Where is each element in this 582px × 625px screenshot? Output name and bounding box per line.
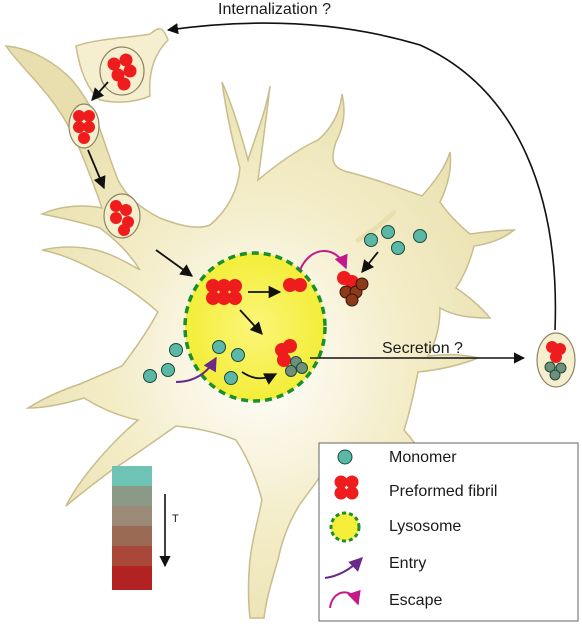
vesicle-3 — [103, 193, 141, 239]
vesicle-2 — [68, 103, 100, 149]
cytosolic-aggregate — [337, 271, 369, 307]
legend-box — [318, 442, 579, 622]
scale-swatch-2 — [112, 486, 152, 506]
legend-item-lysosome: Lysosome — [329, 511, 461, 543]
transport-arrow-3 — [155, 249, 194, 277]
legend: Monomer Preformed fibril Lysosome Entry … — [318, 442, 579, 622]
transport-arrow-1 — [91, 81, 109, 101]
scale-swatch-5 — [112, 546, 152, 566]
lysosome-symbol — [329, 511, 361, 543]
scale-swatch-1 — [112, 466, 152, 486]
legend-item-preformed-fibril: Preformed fibril — [334, 475, 497, 500]
secretion-label: Secretion ? — [382, 340, 463, 357]
scale-swatch-3 — [112, 506, 152, 526]
entry-symbol — [324, 557, 363, 579]
transport-arrow-2 — [87, 149, 106, 190]
legend-item-monomer: Monomer — [337, 449, 457, 466]
recruitment-arrow — [361, 251, 379, 273]
fibril-symbol — [334, 475, 359, 500]
dendrite-spine — [355, 209, 397, 243]
cytosolic-monomers-right — [364, 225, 427, 255]
scale-swatch-6 — [112, 566, 152, 590]
internalization-arrow — [166, 22, 557, 331]
lysosome-seeded-aggregate — [275, 339, 308, 377]
legend-label-preformed-fibril: Preformed fibril — [389, 483, 497, 500]
escape-symbol — [329, 589, 361, 609]
legend-label-monomer: Monomer — [389, 449, 457, 466]
time-label: T — [172, 513, 179, 525]
secreted-vesicle — [536, 332, 576, 388]
legend-item-escape: Escape — [329, 589, 442, 609]
legend-label-escape: Escape — [389, 592, 442, 609]
legend-label-entry: Entry — [389, 555, 426, 572]
scale-swatch-4 — [112, 526, 152, 546]
lysosome-small-fibril — [283, 278, 307, 292]
cytosolic-monomers-left — [143, 343, 183, 383]
internalization-label: Internalization ? — [218, 1, 331, 18]
legend-item-entry: Entry — [324, 555, 426, 579]
lysosome-monomers — [212, 340, 245, 385]
vesicle-1 — [99, 46, 145, 96]
templating-arrow — [241, 371, 278, 385]
lysosome-fibril — [206, 279, 242, 305]
escape-arrow — [299, 250, 348, 271]
entry-arrow — [175, 356, 217, 383]
legend-label-lysosome: Lysosome — [389, 518, 461, 535]
degradation-arrow-2 — [239, 309, 263, 335]
monomer-symbol — [337, 449, 353, 465]
time-color-scale: T — [112, 466, 179, 590]
